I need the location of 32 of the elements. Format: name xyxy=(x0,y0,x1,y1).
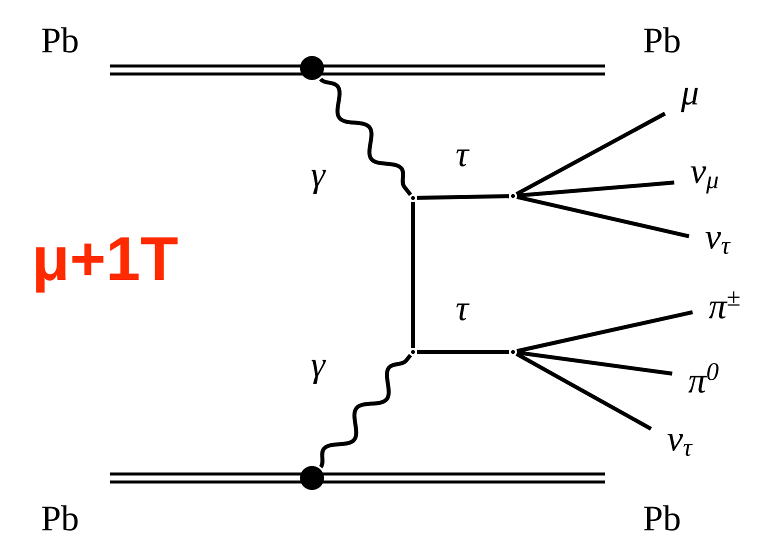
vertex-point xyxy=(511,194,516,198)
edge-label: γ xyxy=(312,170,326,194)
photon-line xyxy=(319,78,412,196)
particle-line xyxy=(516,180,674,198)
particle-line xyxy=(516,310,694,354)
particle-line xyxy=(516,352,652,431)
vertex-point xyxy=(511,350,516,354)
photon-line xyxy=(319,354,412,468)
edge-label: τ xyxy=(456,150,470,166)
particle-label: μ xyxy=(680,88,698,112)
vertex-point xyxy=(411,196,415,200)
particle-label: ν$_{μ}$ xyxy=(690,166,718,194)
vertex-dot xyxy=(300,56,324,80)
particle-line xyxy=(416,194,510,200)
vertex-dot xyxy=(300,466,324,490)
vertex-point xyxy=(411,350,415,354)
particle-name: Pb xyxy=(644,505,680,531)
edge-label: τ xyxy=(456,304,470,320)
particle-line xyxy=(411,202,415,348)
title-label: μ+1T xyxy=(36,237,178,293)
particle-line xyxy=(516,194,690,238)
particle-label: ν$_{τ}$ xyxy=(706,232,731,254)
edge-label: γ xyxy=(312,360,326,384)
particle-line xyxy=(516,350,672,376)
particle-name: Pb xyxy=(42,27,78,53)
particle-label: π$^{0}$ xyxy=(688,363,718,393)
particle-name: Pb xyxy=(42,505,78,531)
particle-label: π$^{±}$ xyxy=(708,291,740,319)
particle-label: ν$_{τ}$ xyxy=(668,434,693,456)
particle-name: Pb xyxy=(644,27,680,53)
particle-line xyxy=(417,350,509,354)
particle-line xyxy=(516,112,666,196)
